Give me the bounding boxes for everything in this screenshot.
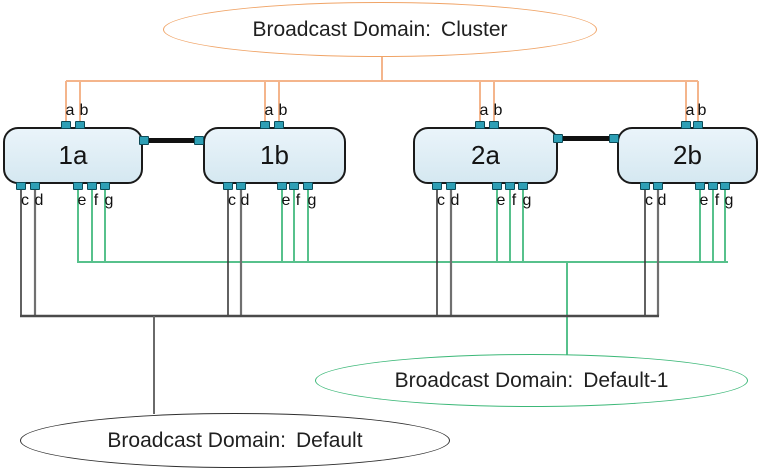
port-label: g [104,192,114,209]
port-square [640,182,650,190]
broadcast-domain-label-prefix: Broadcast Domain: [394,368,574,392]
port-square [518,182,528,190]
broadcast-domain-label-prefix: Broadcast Domain: [107,428,287,452]
port-square [30,182,40,190]
port-square [475,121,485,129]
port-square [223,182,233,190]
port-label: f [93,192,99,209]
ha-port-square [194,136,204,145]
ha-port-square [139,136,149,145]
port-label: d [657,192,667,209]
port-square [61,121,71,129]
port-label: b [697,102,707,119]
port-label: c [437,192,445,209]
node-1a: 1a [3,127,143,184]
port-square [693,121,703,129]
port-label: e [699,192,709,209]
node-1b-label: 1b [260,140,289,170]
port-square [289,182,299,190]
port-square [303,182,313,190]
broadcast-domain-label-prefix: Broadcast Domain: [252,17,432,41]
ha-port-square [609,134,619,143]
port-label: e [77,192,87,209]
broadcast-domain-default-1-ellipse: Broadcast Domain: Default-1 [315,354,748,407]
broadcast-domain-name: Default [296,428,363,452]
port-label: d [34,192,44,209]
port-square [277,182,287,190]
ha-port-square [553,134,563,143]
port-square [100,182,110,190]
port-square [274,121,284,129]
broadcast-domain-cluster-ellipse: Broadcast Domain: Cluster [163,2,597,57]
node-2a-label: 2a [471,140,500,170]
port-label: a [479,102,489,119]
port-label: g [307,192,317,209]
port-label: f [714,192,720,209]
port-square [489,121,499,129]
node-2b: 2b [617,127,758,184]
port-label: f [295,192,301,209]
broadcast-domain-name: Cluster [441,17,508,41]
port-label: g [724,192,734,209]
port-square [681,121,691,129]
node-2b-label: 2b [673,140,702,170]
port-square [236,182,246,190]
port-label: e [281,192,291,209]
port-label: a [685,102,695,119]
port-label: c [645,192,653,209]
port-label: d [240,192,250,209]
port-label: b [278,102,288,119]
broadcast-domain-default-ellipse: Broadcast Domain: Default [20,413,450,468]
broadcast-domain-name: Default-1 [583,368,669,392]
port-square [73,182,83,190]
port-square [695,182,705,190]
default-1-domain-wires [77,185,728,355]
port-square [708,182,718,190]
port-label: c [21,192,29,209]
port-square [492,182,502,190]
default-domain-wires [20,185,660,414]
port-label: e [496,192,506,209]
port-square [505,182,515,190]
port-label: d [450,192,460,209]
port-square [446,182,456,190]
node-1a-label: 1a [58,140,88,170]
port-label: a [65,102,75,119]
port-label: a [264,102,274,119]
port-label: b [79,102,89,119]
port-square [720,182,730,190]
port-square [432,182,442,190]
port-label: f [511,192,517,209]
cluster-domain-wires [65,57,699,124]
ha-interconnect-links [147,136,611,143]
port-square [653,182,663,190]
port-square [16,182,26,190]
port-label: g [522,192,532,209]
port-label: b [493,102,503,119]
node-2a: 2a [413,127,558,184]
port-square [260,121,270,129]
port-label: c [228,192,236,209]
port-square [87,182,97,190]
node-1b: 1b [203,127,346,184]
port-square [75,121,85,129]
